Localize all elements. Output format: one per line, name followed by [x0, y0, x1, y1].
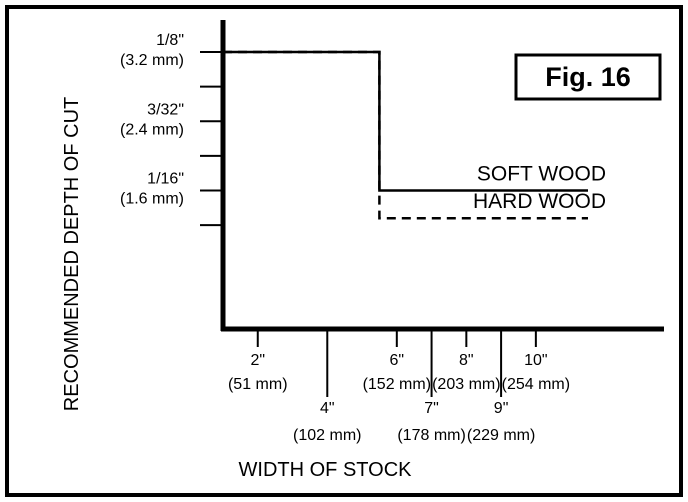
x-tick-label: 8" [459, 352, 474, 369]
x-tick-sublabel: (152 mm) [363, 376, 431, 393]
x-tick-label: 7" [424, 400, 439, 417]
x-tick-sublabel: (51 mm) [228, 376, 288, 393]
series-line-hard-wood [223, 50, 588, 220]
x-tick-label: 2" [250, 352, 265, 369]
x-ticks: 2" (51 mm) 4" (102 mm) 6" (152 mm) 7" (178 mm) 8… [228, 331, 570, 444]
x-tick-label: 6" [390, 352, 405, 369]
series-label-hard-wood: HARD WOOD [473, 190, 606, 213]
y-tick-label: 1/16" [147, 171, 184, 188]
y-tick-sublabel: (1.6 mm) [120, 191, 184, 208]
y-ticks: 1/8" (3.2 mm) 3/32" (2.4 mm) 1/16" (1.6 mm) [120, 32, 223, 227]
y-tick-sublabel: (3.2 mm) [120, 52, 184, 69]
figure-label: Fig. 16 [545, 62, 631, 92]
y-tick-label: 3/32" [147, 101, 184, 118]
x-tick-sublabel: (178 mm) [397, 427, 465, 444]
x-axis-title: WIDTH OF STOCK [239, 459, 413, 481]
x-tick-sublabel: (102 mm) [293, 427, 361, 444]
x-tick-label: 4" [320, 400, 335, 417]
figure-label-box [514, 53, 662, 101]
figure-border [5, 5, 683, 497]
series-layer: SOFT WOOD HARD WOOD [223, 50, 606, 220]
y-tick-label: 1/8" [156, 32, 184, 49]
x-tick-sublabel: (254 mm) [502, 376, 570, 393]
series-label-soft-wood: SOFT WOOD [477, 163, 606, 186]
x-tick-label: 10" [524, 352, 547, 369]
x-tick-sublabel: (203 mm) [432, 376, 500, 393]
y-axis-title: RECOMMENDED DEPTH OF CUT [61, 97, 83, 411]
y-tick-sublabel: (2.4 mm) [120, 121, 184, 138]
x-tick-label: 9" [494, 400, 509, 417]
x-tick-sublabel: (229 mm) [467, 427, 535, 444]
